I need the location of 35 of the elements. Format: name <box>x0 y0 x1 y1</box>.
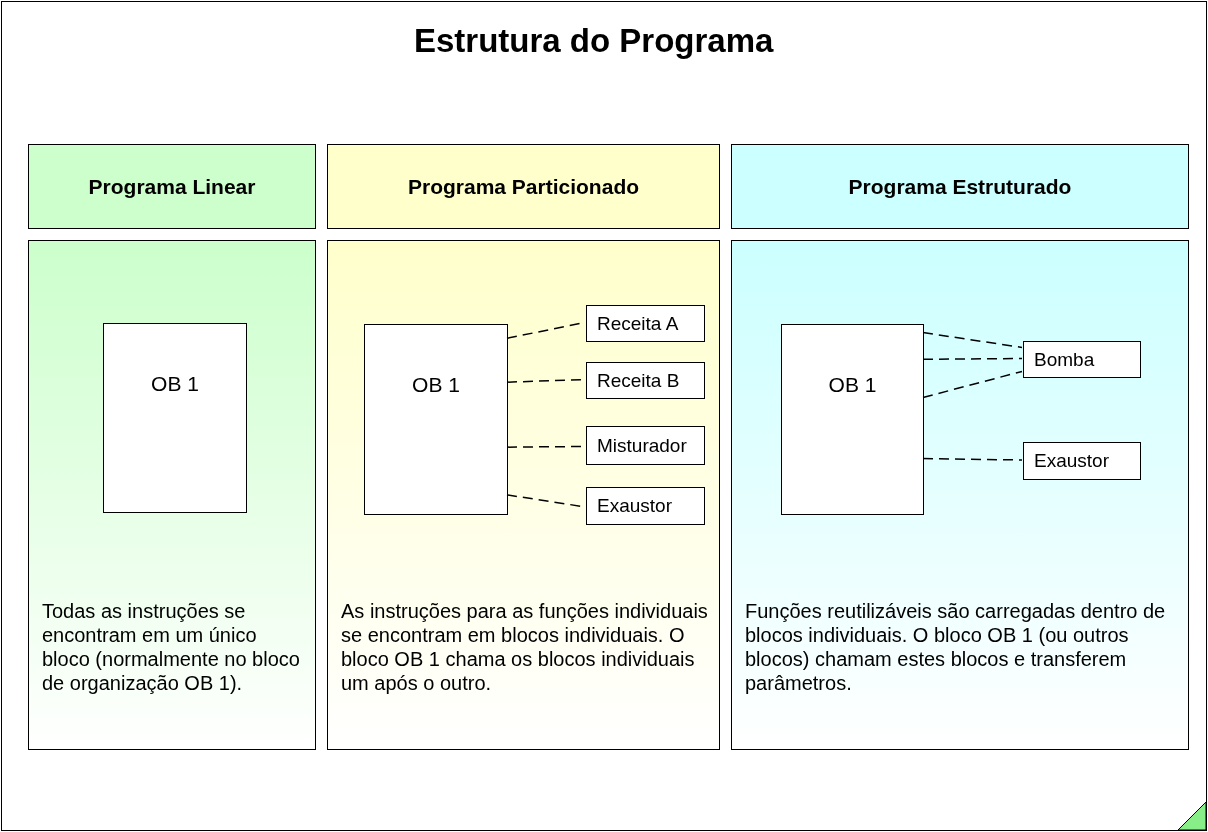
block-label: OB 1 <box>827 373 878 397</box>
panel-background <box>327 240 720 750</box>
block-label: OB 1 <box>150 372 200 396</box>
description-text: Funções reutilizáveis são carregadas dentro de blocos individuais. O bloco OB 1 (ou outros blocos) chamam estes blocos e transferem parâmetros. <box>745 599 1167 695</box>
description-text: Todas as instruções se encontram em um único bloco (normalmente no bloco de organização OB 1). <box>42 599 301 695</box>
panel-background <box>731 240 1189 750</box>
function-block-box <box>586 426 705 465</box>
connector-line <box>922 370 1023 399</box>
column-heading: Programa Estruturado <box>848 174 1072 199</box>
diagram-title: Estrutura do Programa <box>414 22 774 60</box>
block-box <box>364 324 508 515</box>
column-heading: Programa Particionado <box>407 174 640 199</box>
column-heading: Programa Linear <box>88 174 256 199</box>
block-box <box>103 323 247 513</box>
function-block-box <box>1023 442 1141 480</box>
connector-line <box>922 457 1023 461</box>
block-label: Exaustor <box>597 495 672 517</box>
header-box <box>28 144 316 229</box>
block-label: Bomba <box>1034 348 1095 371</box>
description-text: As instruções para as funções individuais se encontram em blocos individuais. O bloco OB 1 chama os blocos individuais um após o outro. <box>341 599 709 695</box>
block-label: OB 1 <box>411 373 461 397</box>
panel-background <box>28 240 316 750</box>
block-box <box>781 324 924 515</box>
function-block-box <box>1023 341 1141 378</box>
function-block-box <box>586 362 705 399</box>
header-box <box>731 144 1189 229</box>
connector-line <box>922 331 1023 349</box>
block-label: Exaustor <box>1034 450 1109 472</box>
block-label: Misturador <box>597 434 687 457</box>
block-label: Receita B <box>597 369 680 392</box>
connector-line <box>922 357 1023 361</box>
function-block-box <box>586 487 705 525</box>
block-label: Receita A <box>597 312 679 335</box>
header-box <box>327 144 720 229</box>
function-block-box <box>586 305 705 342</box>
